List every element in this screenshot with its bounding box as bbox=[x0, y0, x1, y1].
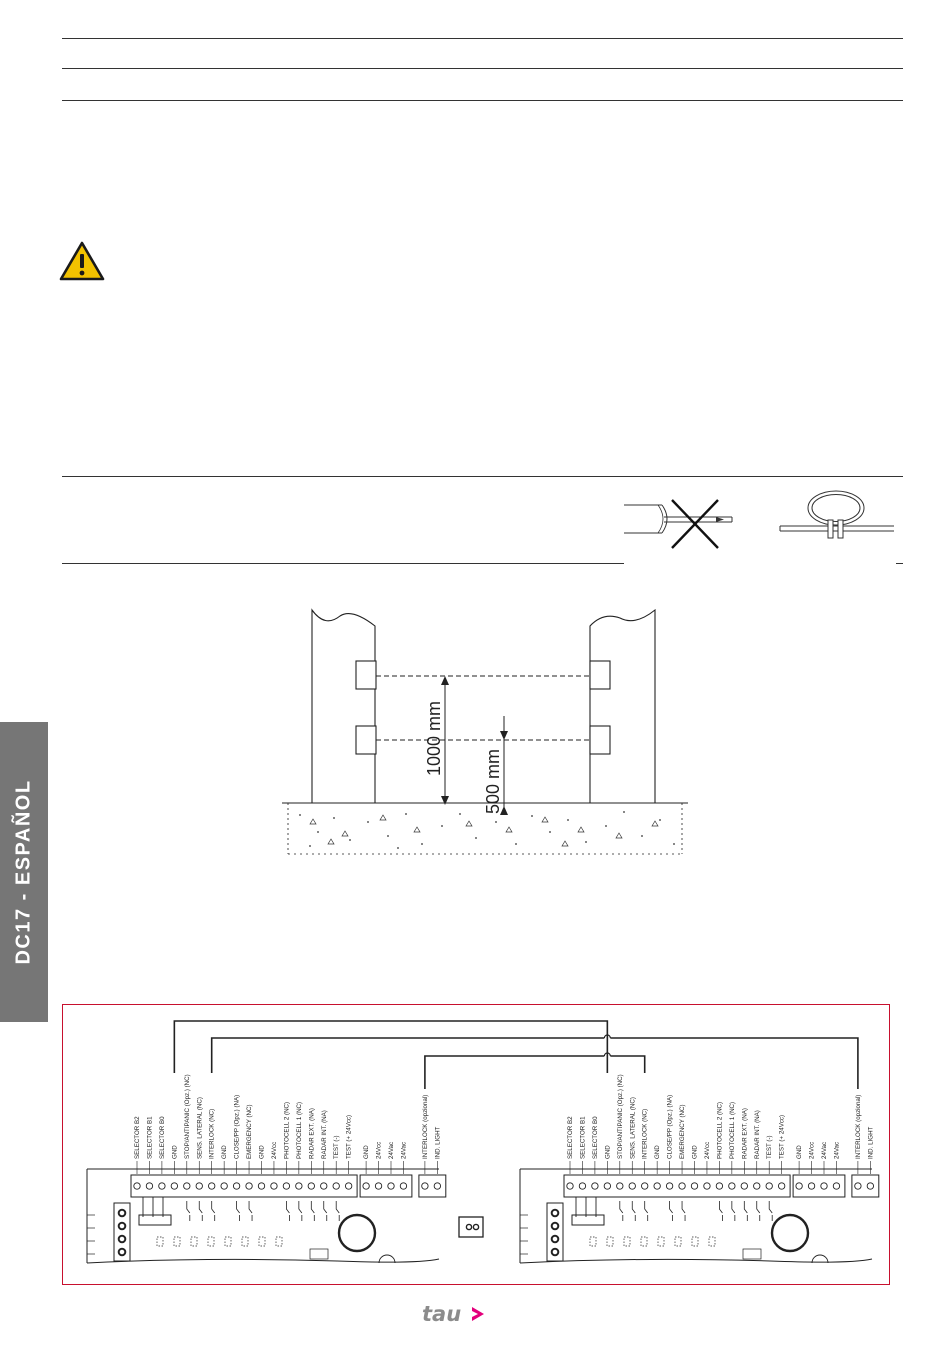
language-sidebar bbox=[0, 722, 48, 1022]
header-rule-2 bbox=[62, 68, 903, 69]
cable-section-bottom-rule-short bbox=[896, 563, 903, 564]
sidebar-language-label: DC17 - ESPAÑOL bbox=[12, 779, 35, 965]
wire-optional-to-interlock bbox=[424, 1055, 646, 1089]
terminal-label: 24Vcc bbox=[704, 1142, 711, 1159]
terminal-label: 24Vcc bbox=[809, 1142, 816, 1159]
terminal-label: CLOSE/PP (Opz.) (NA) bbox=[234, 1095, 241, 1159]
loop-installation-drawing: 1000 mm 500 mm bbox=[282, 608, 688, 855]
header-rule-1 bbox=[62, 38, 903, 39]
wiring-diagram-frame: SELECTOR B2 SELECTOR B1 SELECTOR B0 GND STOP… bbox=[62, 1004, 890, 1285]
terminal-label: STOP/ANTIPANIC (Opz.) (NC) bbox=[617, 1074, 624, 1159]
terminal-label: IND. LIGHT bbox=[434, 1126, 441, 1159]
terminal-label: GND bbox=[692, 1145, 699, 1159]
warning-triangle-icon bbox=[59, 241, 105, 281]
terminal-label: RADAR EXT. (NA) bbox=[308, 1108, 315, 1159]
terminal-label: SENS. LATERAL (NC) bbox=[196, 1097, 203, 1159]
terminal-label: GND bbox=[654, 1145, 661, 1159]
terminal-label: SELECTOR B0 bbox=[159, 1116, 166, 1159]
terminal-label: TEST (-) bbox=[766, 1135, 773, 1159]
terminal-label: SELECTOR B2 bbox=[567, 1116, 574, 1159]
terminal-label: GND bbox=[259, 1145, 266, 1159]
terminal-label: INTERLOCK (opzional) bbox=[422, 1095, 429, 1159]
terminal-label: PHOTOCELL 1 (NC) bbox=[296, 1102, 303, 1159]
tau-logo-arrow-icon bbox=[472, 1307, 484, 1321]
terminal-label: GND bbox=[363, 1145, 370, 1159]
cable-section-top-rule bbox=[62, 476, 903, 477]
terminal-label: 24Vac bbox=[833, 1142, 840, 1159]
terminal-label: TEST (+ 24Vcc) bbox=[346, 1115, 353, 1159]
terminal-label: 24Vcc bbox=[376, 1142, 383, 1159]
tau-logo-text: tau bbox=[422, 1302, 462, 1326]
terminal-label: 24Vcc bbox=[271, 1142, 278, 1159]
header-rule-3 bbox=[62, 100, 903, 101]
terminal-label: TEST (+ 24Vcc) bbox=[779, 1115, 786, 1159]
terminal-label: SELECTOR B1 bbox=[579, 1116, 586, 1159]
dimension-500-label: 500 mm bbox=[483, 749, 503, 814]
cable-crossed-out-icon bbox=[624, 499, 733, 549]
terminal-label: TEST (-) bbox=[333, 1135, 340, 1159]
terminal-label: GND bbox=[604, 1145, 611, 1159]
terminal-label: GND bbox=[796, 1145, 803, 1159]
terminal-label: GND bbox=[171, 1145, 178, 1159]
terminal-label: PHOTOCELL 2 (NC) bbox=[716, 1102, 723, 1159]
terminal-label: PHOTOCELL 2 (NC) bbox=[283, 1102, 290, 1159]
terminal-label: INTERLOCK (opzional) bbox=[855, 1095, 862, 1159]
terminal-label: PHOTOCELL 1 (NC) bbox=[729, 1102, 736, 1159]
terminal-label: EMERGENCY (NC) bbox=[246, 1104, 253, 1159]
terminal-label: EMERGENCY (NC) bbox=[679, 1104, 686, 1159]
terminal-label: RADAR INT. (NA) bbox=[754, 1110, 761, 1159]
control-board-left: SELECTOR B2 SELECTOR B1 SELECTOR B0 GND STOP… bbox=[86, 1074, 484, 1264]
terminal-label: STOP/ANTIPANIC (Opz.) (NC) bbox=[184, 1074, 191, 1159]
terminal-label: INTERLOCK (NC) bbox=[642, 1109, 649, 1159]
terminal-label: 24Vac bbox=[821, 1142, 828, 1159]
dimension-1000-label: 1000 mm bbox=[424, 701, 444, 776]
terminal-label: SENS. LATERAL (NC) bbox=[629, 1097, 636, 1159]
wiring-diagram: SELECTOR B2 SELECTOR B1 SELECTOR B0 GND STOP… bbox=[86, 1020, 880, 1264]
terminal-label: GND bbox=[221, 1145, 228, 1159]
terminal-label: RADAR EXT. (NA) bbox=[741, 1108, 748, 1159]
terminal-label: 24Vac bbox=[400, 1142, 407, 1159]
terminal-label: SELECTOR B2 bbox=[134, 1116, 141, 1159]
terminal-label: RADAR INT. (NA) bbox=[321, 1110, 328, 1159]
terminal-label: IND. LIGHT bbox=[867, 1126, 874, 1159]
cable-section-bottom-rule bbox=[62, 563, 624, 564]
control-board-right: SELECTOR B2 SELECTOR B1 SELECTOR B0 GND STOP… bbox=[519, 1074, 880, 1264]
terminal-label: SELECTOR B1 bbox=[146, 1116, 153, 1159]
terminal-label: INTERLOCK (NC) bbox=[209, 1109, 216, 1159]
wire-interlock-to-optional bbox=[210, 1037, 859, 1089]
cable-loop-icon bbox=[779, 490, 894, 539]
terminal-label: 24Vac bbox=[388, 1142, 395, 1159]
tau-logo: tau bbox=[422, 1302, 492, 1326]
terminal-label: SELECTOR B0 bbox=[592, 1116, 599, 1159]
wire-gnd bbox=[173, 1020, 609, 1073]
terminal-label: CLOSE/PP (Opz.) (NA) bbox=[667, 1095, 674, 1159]
